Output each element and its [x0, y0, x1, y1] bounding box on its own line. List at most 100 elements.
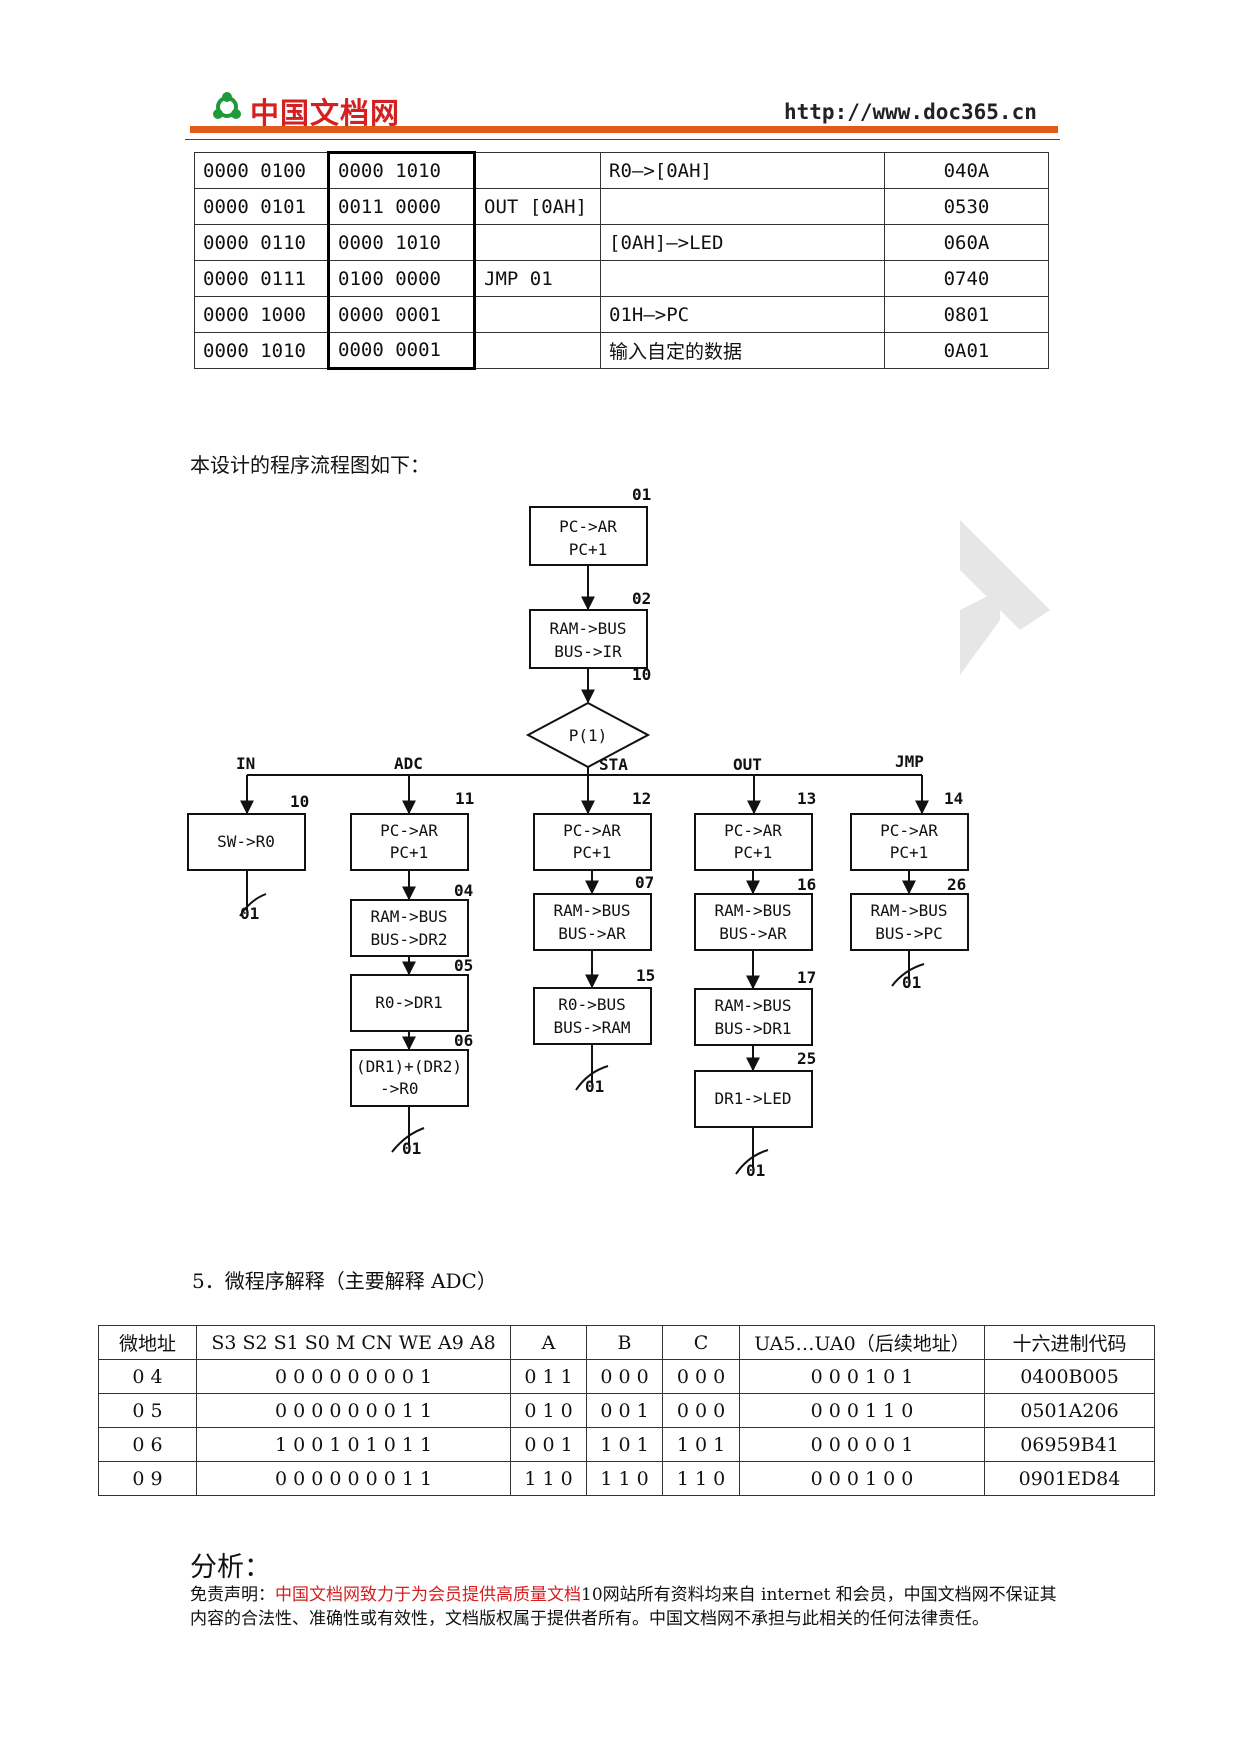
- table-cell: [474, 224, 601, 261]
- table-cell: 1 0 0 1 0 1 0 1 1: [196, 1427, 511, 1462]
- out-box3-line1: RAM->BUS: [714, 996, 791, 1015]
- flow-box-02-line1: RAM->BUS: [549, 619, 626, 638]
- analysis-heading: 分析：: [190, 1552, 271, 1583]
- table-cell: 0000 0001: [327, 296, 476, 333]
- table-cell: 0 4: [98, 1359, 197, 1394]
- out-box1-line1: PC->AR: [724, 821, 782, 840]
- table-header-cell: S3 S2 S1 S0 M CN WE A9 A8: [196, 1325, 511, 1360]
- table-cell: 0000 0110: [194, 224, 329, 261]
- table-header-cell: A: [510, 1325, 587, 1360]
- table-cell: 0 0 1: [510, 1427, 587, 1462]
- table-cell: 0000 0111: [194, 260, 329, 297]
- adc-box4: [350, 1049, 469, 1107]
- table-cell: 0 0 0: [662, 1393, 740, 1428]
- table-cell: 0 1 1: [510, 1359, 587, 1394]
- out-box3: [694, 988, 813, 1046]
- adc-box1-line2: PC+1: [390, 843, 429, 862]
- in-box-line1: SW->R0: [217, 832, 275, 851]
- table-cell: 0 0 0 0 0 1: [739, 1427, 985, 1462]
- table-cell: 0740: [884, 260, 1049, 297]
- table-cell: 0801: [884, 296, 1049, 333]
- table-cell: 0 6: [98, 1427, 197, 1462]
- adc-box3: [350, 974, 469, 1032]
- watermark-chevron-icon: [960, 520, 1050, 675]
- table-cell: 0501A206: [984, 1393, 1155, 1428]
- table-cell: 0011 0000: [327, 188, 476, 225]
- jmp-box2: [850, 893, 969, 951]
- table-cell: 0000 0001: [327, 332, 476, 370]
- sta-num2: 07: [635, 873, 654, 892]
- table-cell: 0400B005: [984, 1359, 1155, 1394]
- table-header-cell: 微地址: [98, 1325, 197, 1360]
- table-cell: [600, 260, 885, 297]
- flow-box-02-line2: BUS->IR: [554, 642, 622, 661]
- table-cell: 0000 1010: [327, 151, 476, 189]
- flow-num-10-top: 10: [632, 665, 651, 684]
- table-cell: 1 0 1: [586, 1427, 663, 1462]
- out-num2: 16: [797, 875, 816, 894]
- table-cell: 0 1 0: [510, 1393, 587, 1428]
- table-cell: 输入自定的数据: [600, 332, 885, 369]
- adc-box1: [350, 813, 469, 871]
- program-flowchart: 01 PC->AR PC+1 02 RAM->BUS BUS->IR 10 P(…: [187, 485, 969, 1180]
- out-box3-line2: BUS->DR1: [714, 1019, 791, 1038]
- table-cell: 0A01: [884, 332, 1049, 369]
- sta-num1: 12: [632, 789, 651, 808]
- table-cell: 0 0 0 0 0 0 0 1 1: [196, 1461, 511, 1496]
- table-cell: 1 1 0: [662, 1461, 740, 1496]
- table-cell: JMP 01: [474, 260, 601, 297]
- site-url[interactable]: http://www.doc365.cn: [784, 100, 1037, 124]
- out-box2: [694, 893, 813, 951]
- branch-jmp: JMP: [895, 752, 924, 771]
- out-num1: 13: [797, 789, 816, 808]
- adc-return: 01: [402, 1139, 421, 1158]
- branch-out: OUT: [733, 755, 762, 774]
- adc-num1: 11: [455, 789, 474, 808]
- out-box2-line1: RAM->BUS: [714, 901, 791, 920]
- table-cell: 0000 0100: [194, 152, 329, 189]
- jmp-return: 01: [902, 973, 921, 992]
- table-cell: 040A: [884, 152, 1049, 189]
- section-title: 5．微程序解释（主要解释 ADC）: [192, 1269, 497, 1293]
- table-cell: [474, 296, 601, 333]
- in-return: 01: [240, 904, 259, 923]
- table-cell: 0 0 0 1 1 0: [739, 1393, 985, 1428]
- disclaimer-body: 10网站所有资料均来自 internet 和会员，中国文档网不保证其内容的合法性…: [190, 1585, 1057, 1629]
- table-cell: 0 0 0 1 0 1: [739, 1359, 985, 1394]
- adc-num3: 05: [454, 956, 473, 975]
- jmp-box2-line2: BUS->PC: [875, 924, 942, 943]
- table-cell: 0000 1000: [194, 296, 329, 333]
- branch-in: IN: [236, 754, 255, 773]
- flow-box-01-line1: PC->AR: [559, 517, 617, 536]
- table-cell: 0530: [884, 188, 1049, 225]
- table-cell: [474, 152, 601, 189]
- flow-num-02: 02: [632, 589, 651, 608]
- table-cell: [474, 332, 601, 369]
- table-cell: 06959B41: [984, 1427, 1155, 1462]
- sta-num3: 15: [636, 966, 655, 985]
- out-num4: 25: [797, 1049, 816, 1068]
- table-cell: [0AH]—>LED: [600, 224, 885, 261]
- table-cell: 01H—>PC: [600, 296, 885, 333]
- sta-box2: [533, 893, 652, 951]
- branch-sta: STA: [599, 755, 628, 774]
- table-cell: 0000 1010: [327, 224, 476, 261]
- adc-box3-line1: R0->DR1: [375, 993, 442, 1012]
- site-logo[interactable]: 中国文档网: [250, 96, 401, 130]
- adc-box1-line1: PC->AR: [380, 821, 438, 840]
- table-cell: 1 1 0: [586, 1461, 663, 1496]
- sta-box1-line2: PC+1: [573, 843, 612, 862]
- in-num: 10: [290, 792, 309, 811]
- out-return: 01: [746, 1161, 765, 1180]
- branch-adc: ADC: [394, 754, 423, 773]
- table-header-cell: C: [662, 1325, 740, 1360]
- out-box1: [694, 813, 813, 871]
- table-cell: 0000 1010: [194, 332, 329, 369]
